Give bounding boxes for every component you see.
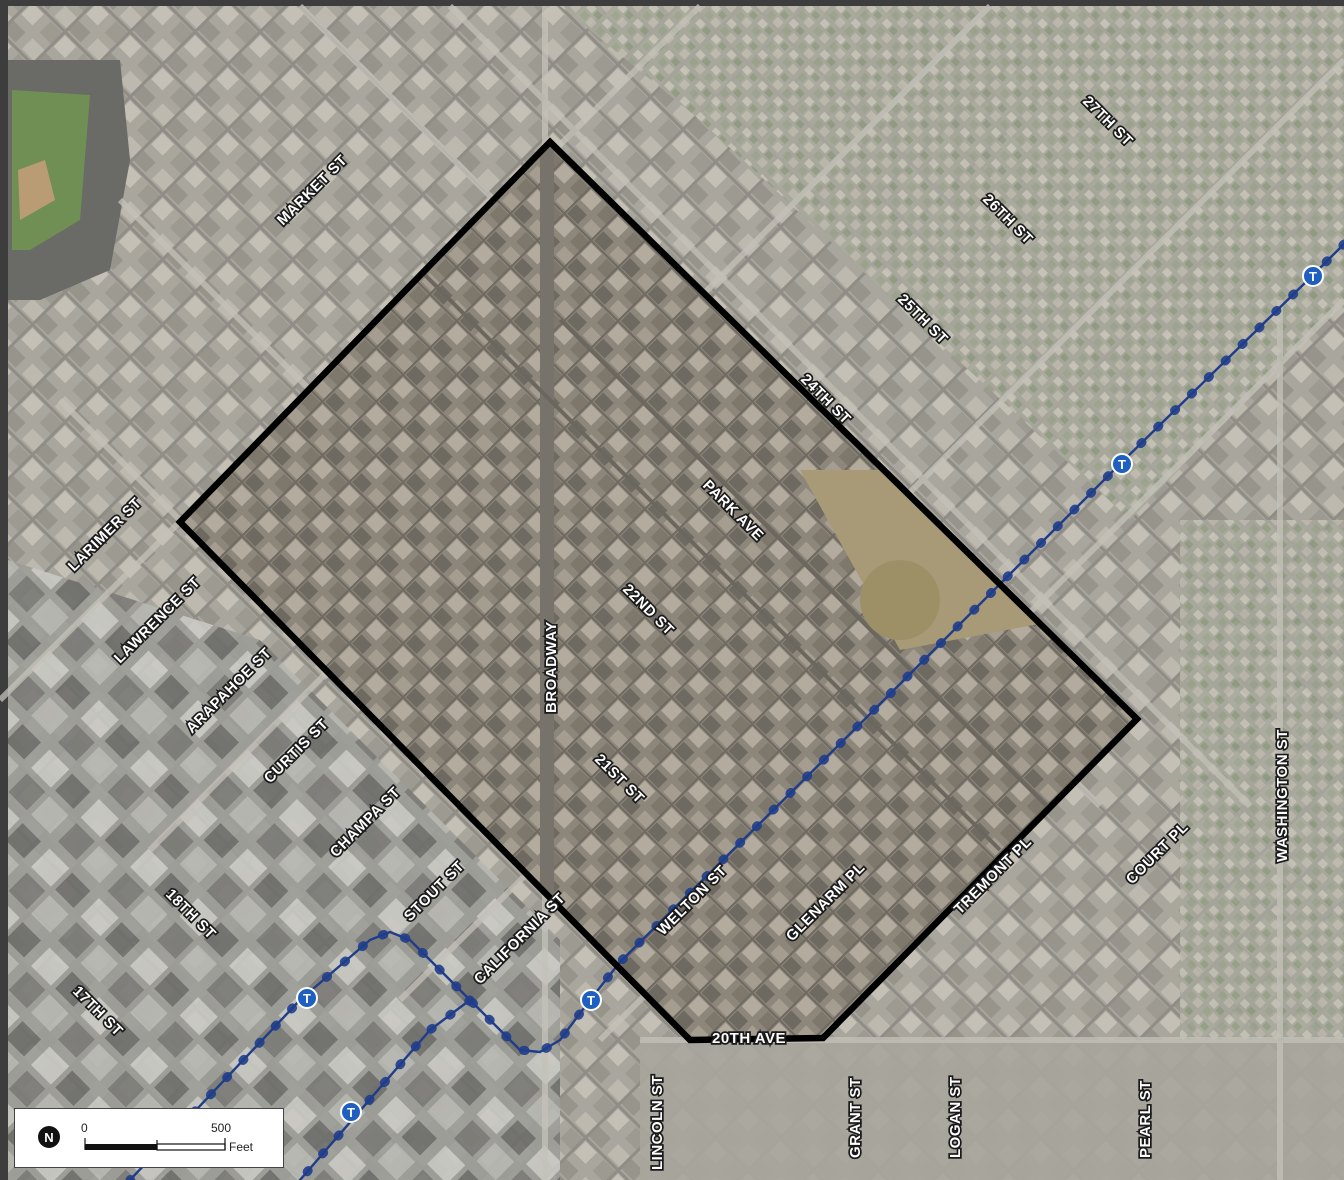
transit-stop-icon[interactable]: T [580,989,602,1011]
east-blocks [1180,520,1344,1040]
street-label-lincoln: LINCOLN ST [649,1075,666,1170]
scale-bar [84,1138,226,1151]
street-label-broadway: BROADWAY [543,621,560,713]
transit-stop-icon[interactable]: T [1111,453,1133,475]
scale-bar-legend: N 0 500 Feet [14,1108,284,1168]
scale-unit-label: Feet [229,1140,254,1154]
transit-stop-icon[interactable]: T [296,987,318,1009]
study-area-boundary[interactable] [175,137,1142,1044]
transit-stop-icon[interactable]: T [340,1101,362,1123]
street-label-washington: WASHINGTON ST [1274,729,1291,862]
stadium [8,60,130,300]
street-label-20th-ave: 20TH AVE [712,1030,786,1047]
residential-area [560,6,1344,520]
southeast-blocks [640,1040,1344,1180]
street-label-pearl: PEARL ST [1137,1080,1154,1158]
scale-end-label: 500 [211,1121,232,1135]
street-label-grant: GRANT ST [847,1077,864,1158]
north-arrow-icon: N [38,1126,60,1148]
scale-start-label: 0 [81,1121,88,1135]
svg-text:T: T [1309,269,1317,284]
svg-text:T: T [347,1105,355,1120]
transit-stop-icon[interactable]: T [1302,265,1324,287]
light-rail-line [125,239,1344,1180]
downtown-area [8,560,560,1180]
svg-text:N: N [44,1130,53,1145]
svg-text:T: T [587,993,595,1008]
svg-text:T: T [303,991,311,1006]
street-label-logan: LOGAN ST [947,1077,964,1159]
svg-text:T: T [1118,457,1126,472]
